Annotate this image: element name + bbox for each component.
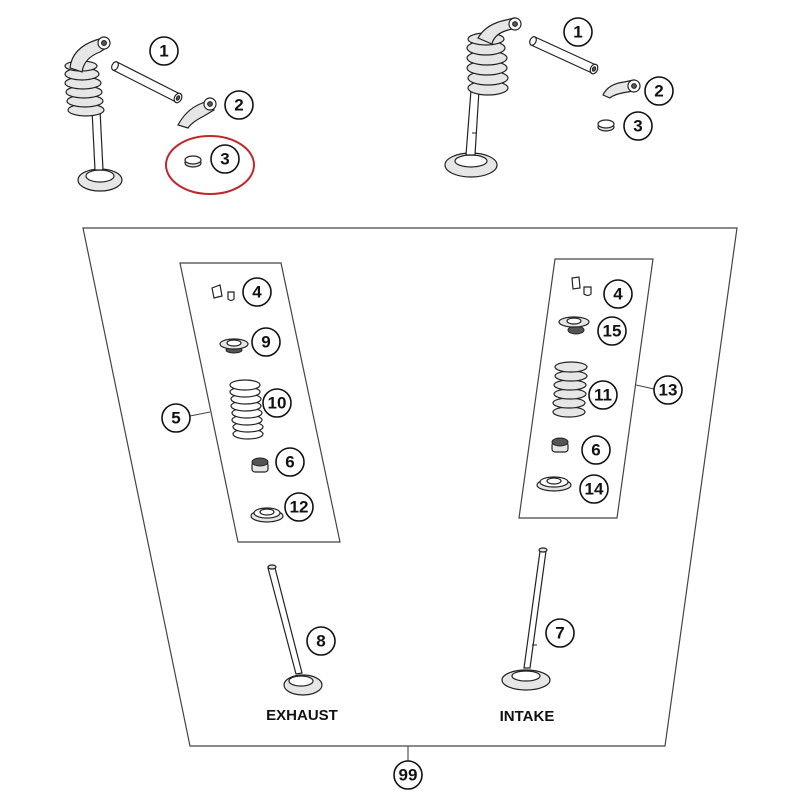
- callout-1-left[interactable]: 1: [149, 36, 179, 66]
- callout-number: 13: [659, 381, 678, 400]
- callout-11[interactable]: 11: [588, 380, 618, 410]
- spring-seat-illustration-exhaust: [250, 507, 284, 523]
- callout-15[interactable]: 15: [597, 316, 627, 346]
- callout-99[interactable]: 99: [393, 760, 423, 790]
- callout-6-exhaust[interactable]: 6: [275, 447, 305, 477]
- valve-keepers-illustration-exhaust: [211, 284, 235, 302]
- intake-valve-assembly-illustration: [444, 17, 522, 178]
- callout-3-right[interactable]: 3: [623, 111, 653, 141]
- callout-number: 9: [261, 333, 270, 352]
- callout-number: 8: [316, 632, 325, 651]
- callout-number: 15: [603, 322, 622, 341]
- intake-label: INTAKE: [500, 708, 555, 725]
- callout-13[interactable]: 13: [653, 375, 683, 405]
- callout-12[interactable]: 12: [284, 492, 314, 522]
- spring-retainer-illustration-exhaust: [219, 338, 249, 354]
- exhaust-kit-frame: [179, 262, 341, 543]
- callout-number: 11: [594, 386, 612, 405]
- intake-kit-frame: [518, 258, 654, 519]
- rocker-shaft-illustration-right: [529, 36, 599, 75]
- callout-number: 4: [252, 283, 262, 302]
- callout-5[interactable]: 5: [161, 403, 191, 433]
- valve-stem-seal-illustration-exhaust: [251, 457, 269, 473]
- callout-number: 99: [399, 766, 418, 785]
- callout-number: 1: [159, 42, 168, 61]
- callout-number: 14: [585, 480, 604, 499]
- callout-9[interactable]: 9: [251, 327, 281, 357]
- exhaust-valve-illustration: [267, 564, 323, 696]
- callout-10[interactable]: 10: [262, 388, 292, 418]
- callout-number: 3: [633, 117, 642, 136]
- valve-keepers-illustration-intake: [571, 276, 592, 297]
- callout-number: 7: [555, 624, 564, 643]
- callout-number: 12: [290, 498, 309, 517]
- callout-2-left[interactable]: 2: [224, 90, 254, 120]
- callout-6-intake[interactable]: 6: [581, 435, 611, 465]
- callout-4-intake[interactable]: 4: [603, 279, 633, 309]
- rocker-arm-illustration-right: [602, 79, 641, 99]
- callout-number: 2: [654, 82, 663, 101]
- callout-2-right[interactable]: 2: [644, 76, 674, 106]
- valve-spring-illustration-intake: [552, 361, 588, 418]
- callout-number: 6: [591, 441, 600, 460]
- callout-number: 6: [285, 453, 294, 472]
- highlight-circle: [165, 135, 255, 195]
- valve-spring-illustration-exhaust: [229, 379, 264, 440]
- rocker-shaft-illustration-left: [111, 61, 183, 104]
- callout-number: 2: [234, 96, 243, 115]
- callout-number: 10: [268, 394, 287, 413]
- callout-number: 3: [220, 150, 229, 169]
- shim-illustration-left: [184, 155, 202, 168]
- leader-5: [189, 411, 211, 417]
- callout-4-exhaust[interactable]: 4: [242, 277, 272, 307]
- callout-14[interactable]: 14: [579, 474, 609, 504]
- exhaust-label: EXHAUST: [266, 707, 338, 724]
- rocker-arm-illustration-left: [177, 97, 217, 129]
- callout-3-left[interactable]: 3: [210, 144, 240, 174]
- exhaust-valve-assembly-illustration: [64, 36, 123, 192]
- spring-seat-illustration-intake: [536, 476, 572, 492]
- assembly-frame: [82, 227, 738, 747]
- callout-number: 4: [613, 285, 623, 304]
- leader-13: [635, 384, 655, 390]
- spring-retainer-illustration-intake: [558, 316, 590, 335]
- callout-8[interactable]: 8: [306, 626, 336, 656]
- valve-stem-seal-illustration-intake: [551, 437, 569, 453]
- callout-number: 5: [171, 409, 180, 428]
- shim-illustration-right: [597, 119, 615, 132]
- callout-1-right[interactable]: 1: [563, 17, 593, 47]
- callout-7[interactable]: 7: [545, 618, 575, 648]
- intake-valve-illustration: [501, 547, 551, 691]
- callout-number: 1: [573, 23, 582, 42]
